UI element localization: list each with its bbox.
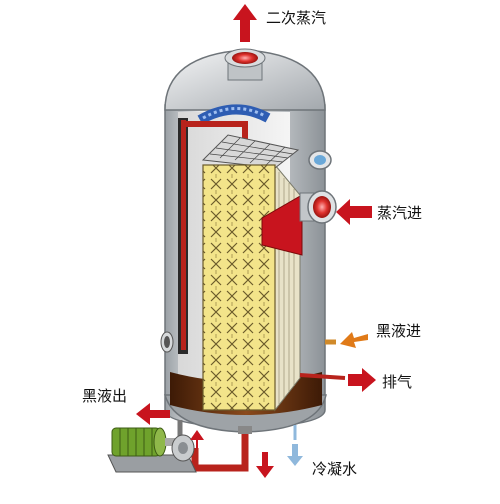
- arrow-left-icon: [340, 332, 368, 348]
- label-exhaust: 排气: [382, 373, 413, 391]
- label-steam-in: 蒸汽进: [377, 204, 423, 222]
- arrow-up-icon: [233, 4, 257, 42]
- label-secondary-steam: 二次蒸汽: [266, 9, 327, 27]
- exhaust-pipe: [299, 373, 346, 380]
- arrow-down-icon: [256, 452, 274, 478]
- label-black-liquor-in: 黑液进: [376, 322, 422, 340]
- arrow-up-icon: [190, 430, 204, 448]
- sight-port: [308, 150, 332, 170]
- arrow-down-icon: [287, 444, 303, 466]
- steam-deflector: [261, 194, 303, 256]
- plate-pack-front: [202, 164, 276, 411]
- arrow-left-icon: [136, 403, 170, 425]
- left-flange: [160, 331, 174, 353]
- steam-inlet-nozzle: [299, 190, 337, 224]
- label-condensate: 冷凝水: [312, 460, 358, 478]
- arrow-right-icon: [348, 368, 376, 392]
- label-black-liquor-out: 黑液出: [82, 387, 128, 405]
- riser-pipe: [181, 120, 186, 350]
- vapor-outlet-nozzle: [224, 48, 266, 81]
- distributor-coil: [197, 104, 271, 125]
- arrow-left-icon: [336, 199, 372, 225]
- pump-motor: [107, 427, 197, 473]
